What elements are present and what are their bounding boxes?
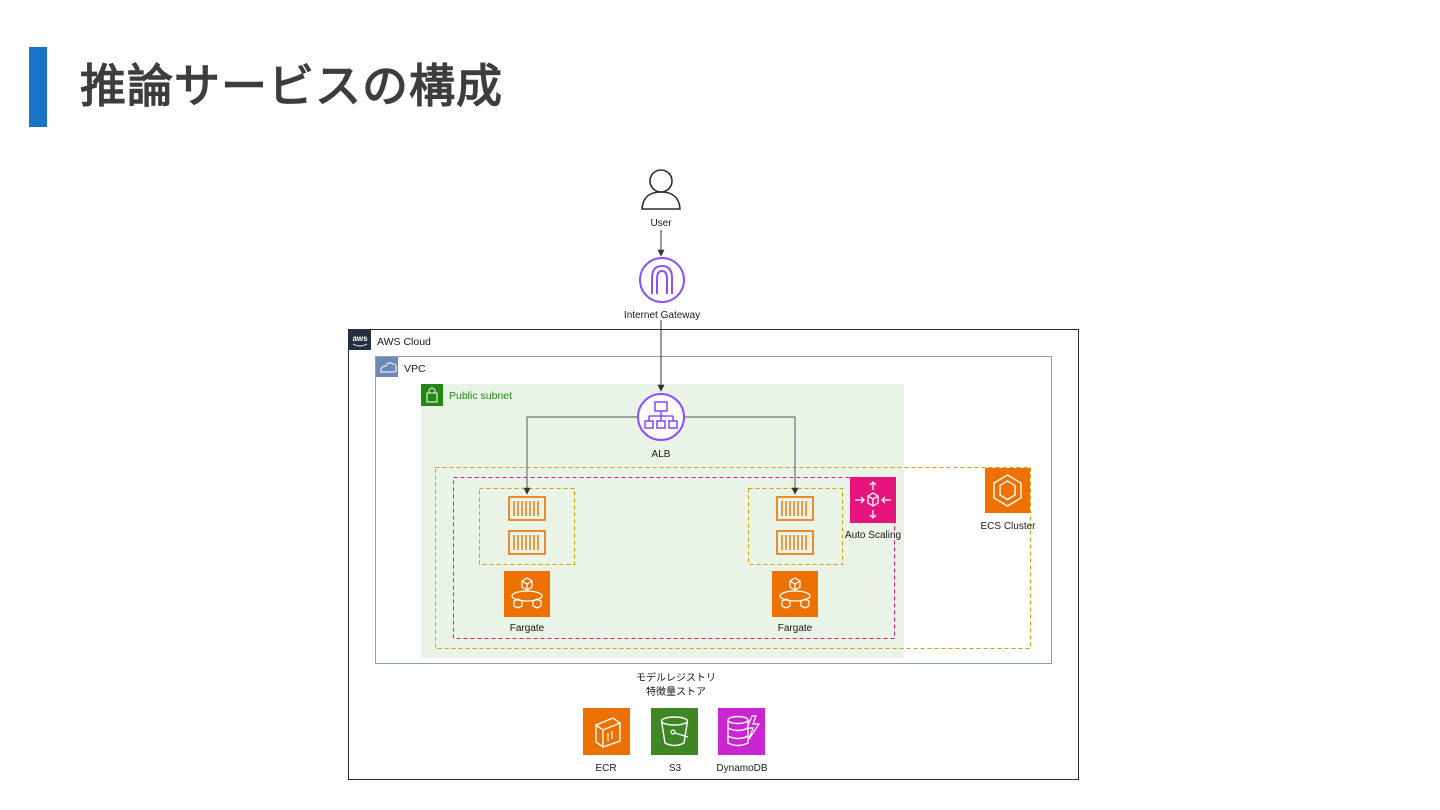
s3-bucket-icon bbox=[651, 708, 698, 755]
dynamodb-label: DynamoDB bbox=[716, 763, 767, 774]
vpc-label: VPC bbox=[404, 363, 426, 375]
vpc-group: VPC bbox=[375, 356, 1052, 664]
dynamodb-icon bbox=[718, 708, 765, 755]
dynamodb-node: DynamoDB bbox=[716, 708, 768, 774]
svg-text:aws: aws bbox=[352, 334, 368, 343]
alb-node: ALB bbox=[637, 393, 685, 460]
ecr-node: ECR bbox=[583, 708, 630, 774]
ecs-cluster-label: ECS Cluster bbox=[980, 521, 1036, 532]
aws-cloud-label: AWS Cloud bbox=[377, 336, 431, 348]
container-icon bbox=[508, 496, 546, 521]
vpc-cloud-icon bbox=[376, 357, 398, 377]
task-group-left bbox=[479, 488, 575, 565]
user-label: User bbox=[650, 218, 672, 229]
ecr-label: ECR bbox=[595, 763, 616, 774]
user-node: User bbox=[641, 169, 681, 229]
padlock-icon bbox=[421, 384, 443, 406]
fargate-right-label: Fargate bbox=[778, 623, 813, 634]
ecs-cluster-node: ECS Cluster bbox=[980, 468, 1036, 532]
fargate-right-node: Fargate bbox=[772, 571, 818, 634]
auto-scaling-label: Auto Scaling bbox=[845, 530, 901, 541]
fargate-left-node: Fargate bbox=[504, 571, 550, 634]
internet-gateway-icon bbox=[639, 257, 685, 303]
internet-gateway-node: Internet Gateway bbox=[624, 257, 700, 321]
connectors bbox=[523, 230, 799, 495]
load-balancer-icon bbox=[637, 393, 685, 441]
container-icon bbox=[776, 530, 814, 555]
stores-caption-line1: モデルレジストリ bbox=[636, 671, 716, 684]
internet-gateway-label: Internet Gateway bbox=[624, 310, 700, 321]
auto-scaling-node: Auto Scaling bbox=[845, 477, 901, 541]
ecr-icon bbox=[583, 708, 630, 755]
alb-label: ALB bbox=[652, 449, 671, 460]
ecs-icon bbox=[985, 468, 1030, 513]
task-group-right bbox=[748, 488, 843, 565]
fargate-icon bbox=[772, 571, 818, 617]
s3-label: S3 bbox=[669, 763, 682, 774]
auto-scaling-icon bbox=[850, 477, 896, 523]
page-title: 推論サービスの構成 bbox=[80, 59, 503, 113]
s3-node: S3 bbox=[651, 708, 698, 774]
public-subnet-label: Public subnet bbox=[449, 390, 512, 402]
stores-caption-line2: 特徴量ストア bbox=[646, 685, 706, 698]
title-accent-bar bbox=[29, 47, 47, 127]
aws-cloud-group: aws AWS Cloud bbox=[348, 329, 1079, 780]
container-icon bbox=[508, 530, 546, 555]
ecs-cluster-boundary bbox=[435, 467, 1031, 649]
fargate-left-label: Fargate bbox=[510, 623, 545, 634]
auto-scaling-boundary bbox=[453, 477, 895, 639]
fargate-icon bbox=[504, 571, 550, 617]
user-icon bbox=[641, 169, 681, 210]
aws-logo-icon: aws bbox=[349, 330, 371, 350]
container-icon bbox=[776, 496, 814, 521]
